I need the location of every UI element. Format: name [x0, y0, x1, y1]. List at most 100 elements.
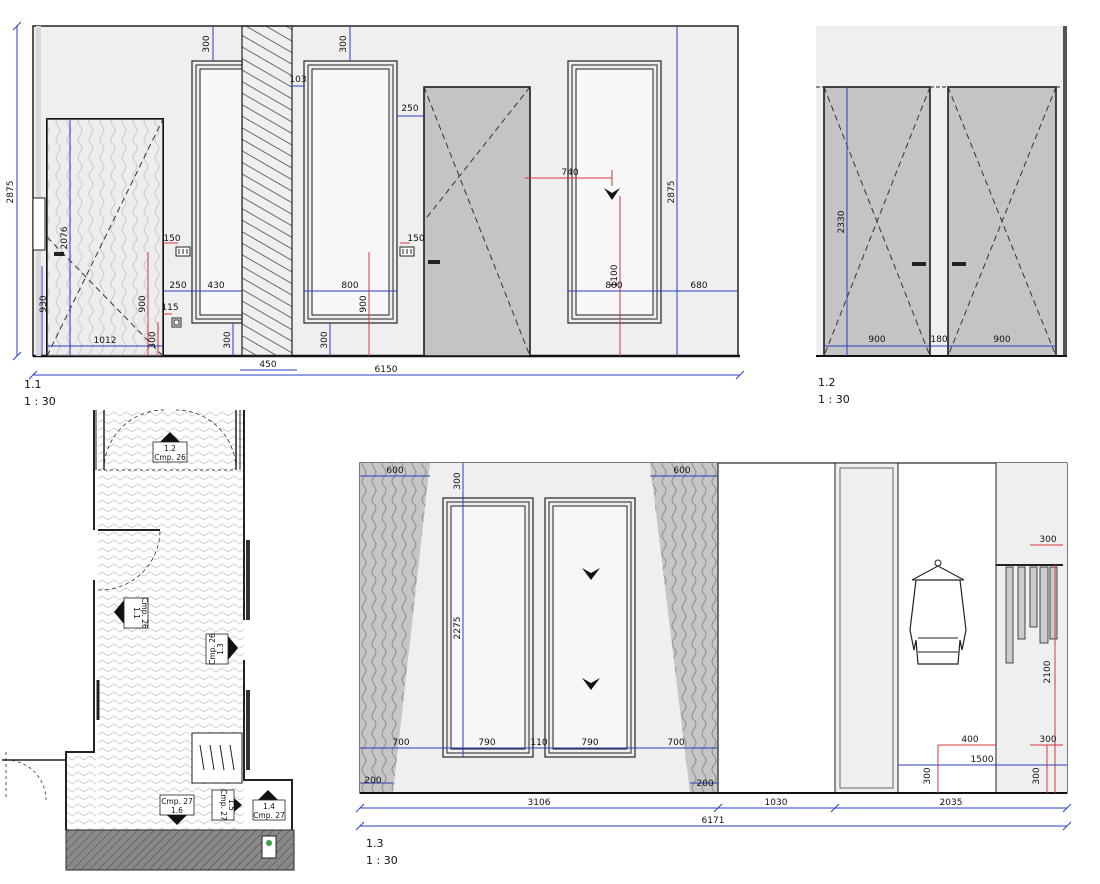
section-tag: 1.1 Cmp. 26 — [114, 597, 149, 629]
dim-label: 600 — [673, 466, 690, 476]
dimension-labels: 2875 300 300 103 250 740 2875 2076 930 1… — [6, 35, 708, 375]
dim-label: 2275 — [453, 617, 463, 640]
dim-label: 150 — [163, 234, 180, 244]
section-tag: 1.4 Cmp. 27 — [252, 790, 286, 821]
dim-label: 200 — [696, 779, 713, 789]
door-handle-icon — [428, 260, 440, 264]
door-handle-icon — [912, 262, 926, 266]
view-scale: 1 : 30 — [366, 854, 398, 867]
dim-label: 115 — [161, 303, 178, 313]
socket-icon — [171, 317, 182, 328]
arrow-down-icon — [582, 678, 600, 690]
elevation-1-3: 600 600 300 2275 700 790 110 790 700 200… — [355, 462, 1072, 867]
fitting-room-door — [423, 86, 531, 357]
dim-label: 800 — [605, 281, 622, 291]
dim-label: 300 — [223, 331, 233, 348]
dim-label: 300 — [202, 35, 212, 52]
dim-label: 900 — [993, 335, 1010, 345]
dim-label: 250 — [169, 281, 186, 291]
dim-label: 740 — [561, 168, 578, 178]
dim-label: 680 — [690, 281, 707, 291]
arrow-down-icon — [582, 568, 600, 580]
dim-label: 300 — [1039, 735, 1056, 745]
floor-plan: 1.2 Cmp. 26 1.1 Cmp. 26 Cmp. 26 1.3 Cmp.… — [2, 409, 295, 871]
dimension-lines — [355, 463, 1072, 831]
view-scale: 1 : 30 — [24, 395, 56, 408]
svg-text:1.3: 1.3 — [216, 643, 225, 655]
section-tag: 1.2 Cmp. 26 — [152, 432, 188, 463]
mirror-panel-2 — [303, 60, 398, 324]
view-number: 1.3 — [366, 837, 384, 850]
double-door — [823, 86, 1057, 357]
view-number: 1.2 — [818, 376, 836, 389]
arrow-down-icon — [604, 188, 620, 200]
svg-text:1.1: 1.1 — [132, 607, 141, 619]
dim-label: 2330 — [837, 210, 847, 233]
dim-label: 800 — [341, 281, 358, 291]
dim-label: 930 — [39, 295, 49, 312]
dim-label: 200 — [364, 776, 381, 786]
dim-label: 790 — [478, 738, 495, 748]
door-handle-icon — [952, 262, 966, 266]
dim-label: 2100 — [1043, 660, 1053, 683]
dim-label: 6150 — [375, 365, 398, 375]
column-section — [241, 25, 293, 357]
door-handle-icon — [54, 252, 64, 256]
dim-label: 790 — [581, 738, 598, 748]
view-scale: 1 : 30 — [818, 393, 850, 406]
clothes-rail-icon — [996, 564, 1063, 664]
dim-label: 700 — [392, 738, 409, 748]
dim-label: 600 — [386, 466, 403, 476]
dim-label: 430 — [207, 281, 224, 291]
mirror-panel-5 — [544, 497, 636, 758]
dim-label: 300 — [148, 331, 158, 348]
dim-label: 3106 — [528, 798, 551, 808]
entry-door — [46, 118, 164, 357]
elevation-1-2: 2330 900 180 900 1.2 1 : 30 — [816, 26, 1067, 406]
dim-label: 1100 — [610, 264, 620, 287]
svg-text:1.5: 1.5 — [227, 799, 236, 811]
section-tag: Cmp. 27 1.5 — [211, 789, 242, 821]
section-tag: Cmp. 27 1.6 — [159, 794, 195, 825]
dimension-lines — [12, 21, 745, 380]
elevation-1-1: 2875 300 300 103 250 740 2875 2076 930 1… — [6, 21, 745, 408]
svg-text:Cmp. 26: Cmp. 26 — [208, 633, 217, 665]
svg-text:Cmp. 26: Cmp. 26 — [154, 453, 186, 462]
dim-label: 150 — [407, 234, 424, 244]
dim-label: 250 — [401, 104, 418, 114]
dim-label: 110 — [530, 738, 547, 748]
dim-label: 2035 — [940, 798, 963, 808]
view-number: 1.1 — [24, 378, 42, 391]
dim-label: 180 — [930, 335, 947, 345]
dim-label: 2875 — [6, 181, 16, 204]
svg-text:1.4: 1.4 — [263, 802, 275, 811]
dimension-labels: 600 600 300 2275 700 790 110 790 700 200… — [364, 466, 1056, 826]
dim-label: 103 — [289, 75, 306, 85]
dim-label: 400 — [961, 735, 978, 745]
dim-label: 2875 — [667, 181, 677, 204]
svg-text:1.2: 1.2 — [164, 444, 176, 453]
section-tag: Cmp. 26 1.3 — [205, 633, 238, 665]
dim-label: 900 — [138, 295, 148, 312]
dim-label: 1012 — [94, 336, 117, 346]
svg-text:Cmp. 27: Cmp. 27 — [219, 789, 228, 821]
dim-label: 300 — [1032, 767, 1042, 784]
dim-label: 900 — [359, 295, 369, 312]
dim-label: 6171 — [702, 816, 725, 826]
svg-text:1.6: 1.6 — [171, 806, 183, 815]
dim-label: 300 — [923, 767, 933, 784]
dim-label: 300 — [1039, 535, 1056, 545]
dim-label: 450 — [259, 360, 276, 370]
garment-icon — [909, 559, 967, 665]
dim-label: 300 — [339, 35, 349, 52]
svg-text:Cmp. 26: Cmp. 26 — [140, 597, 149, 629]
mirror-panel-1 — [191, 60, 243, 324]
dim-label: 700 — [667, 738, 684, 748]
svg-text:Cmp. 27: Cmp. 27 — [161, 797, 193, 806]
dim-label: 300 — [453, 472, 463, 489]
dim-label: 1030 — [765, 798, 788, 808]
dim-label: 1500 — [971, 755, 994, 765]
dim-label: 2076 — [60, 226, 70, 249]
svg-text:Cmp. 27: Cmp. 27 — [253, 811, 285, 820]
